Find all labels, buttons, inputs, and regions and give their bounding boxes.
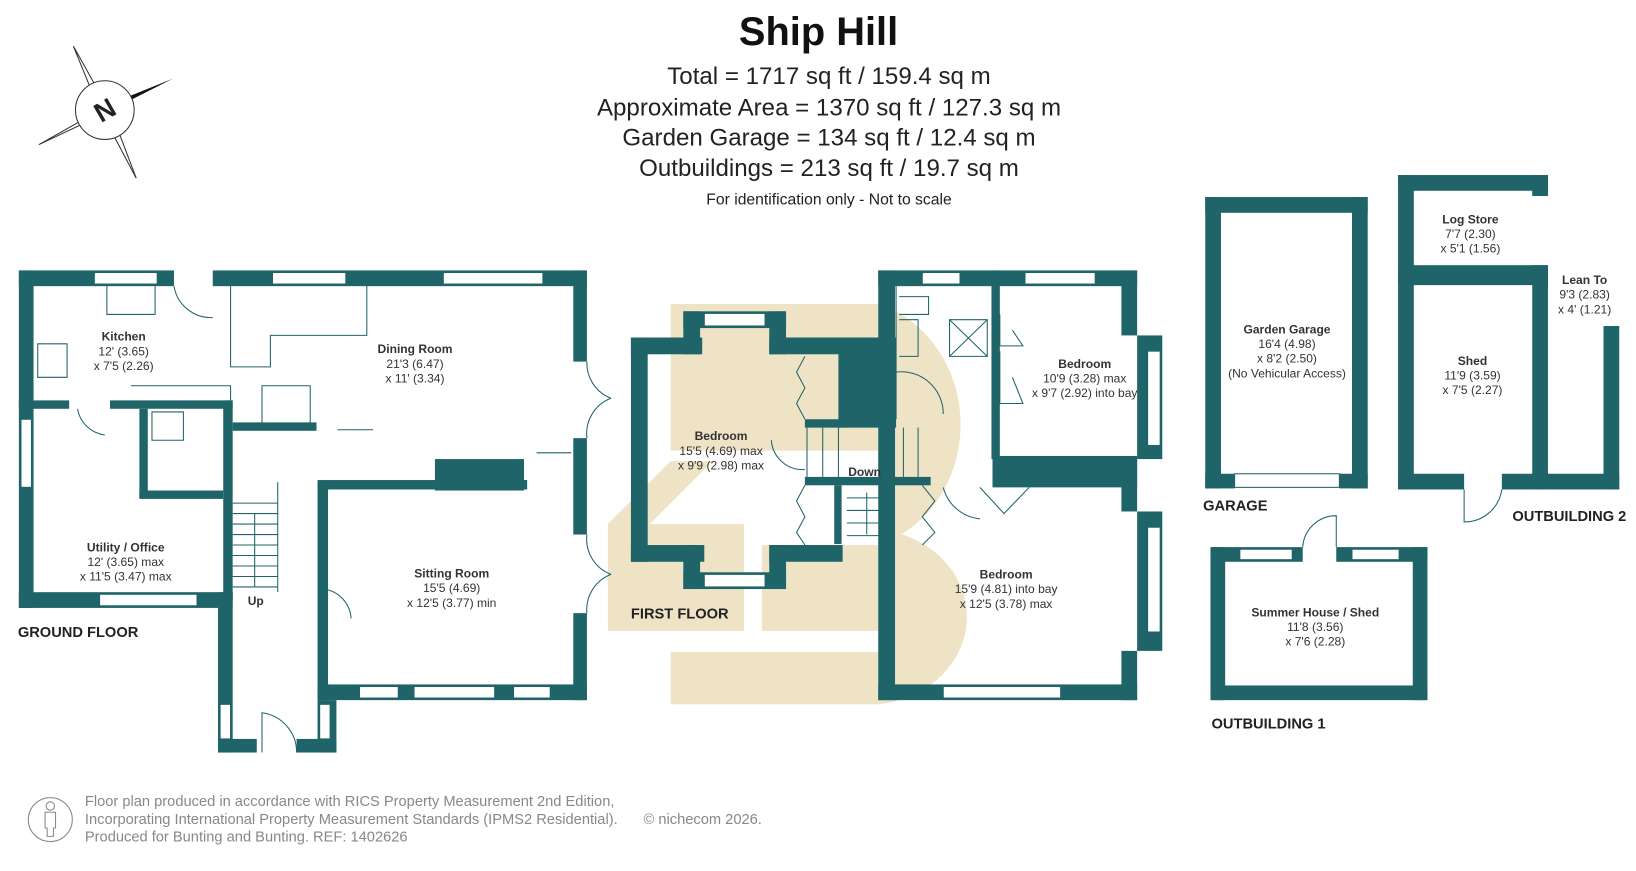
area-garden-garage: Garden Garage = 134 sq ft / 12.4 sq m <box>622 125 1035 152</box>
svg-text:9'3 (2.83): 9'3 (2.83) <box>1559 288 1610 302</box>
garage-plan <box>1205 197 1368 489</box>
svg-text:12' (3.65) max: 12' (3.65) max <box>87 555 164 569</box>
svg-text:Shed: Shed <box>1458 354 1487 368</box>
svg-text:15'5 (4.69) max: 15'5 (4.69) max <box>679 444 762 458</box>
stairs-down-label: Down <box>848 465 881 479</box>
room-kitchen: Kitchen 12' (3.65) x 7'5 (2.26) <box>94 330 154 373</box>
footer-line-2: Incorporating International Property Mea… <box>85 812 618 828</box>
room-shed: Shed 11'9 (3.59) x 7'5 (2.27) <box>1443 354 1503 397</box>
svg-text:16'4 (4.98): 16'4 (4.98) <box>1258 337 1315 351</box>
svg-text:x 11' (3.34): x 11' (3.34) <box>386 372 445 386</box>
room-bedroom-2: Bedroom 10'9 (3.28) max x 9'7 (2.92) int… <box>1032 357 1137 400</box>
svg-text:x 9'7 (2.92) into bay: x 9'7 (2.92) into bay <box>1032 386 1137 400</box>
outbuilding-1-plan <box>1210 515 1428 701</box>
svg-text:x 7'5 (2.27): x 7'5 (2.27) <box>1443 383 1503 397</box>
svg-text:15'9 (4.81) into bay: 15'9 (4.81) into bay <box>955 582 1058 596</box>
garage-label: GARAGE <box>1203 498 1268 514</box>
room-garden-garage: Garden Garage 16'4 (4.98) x 8'2 (2.50) (… <box>1228 322 1346 380</box>
svg-text:Kitchen: Kitchen <box>102 330 146 344</box>
svg-text:Bedroom: Bedroom <box>1058 357 1111 371</box>
svg-text:x 5'1 (1.56): x 5'1 (1.56) <box>1440 242 1500 256</box>
ground-floor-plan <box>18 270 612 753</box>
svg-text:Log Store: Log Store <box>1442 212 1499 226</box>
svg-text:Garden Garage: Garden Garage <box>1243 322 1330 336</box>
svg-text:Utility / Office: Utility / Office <box>87 540 165 554</box>
svg-text:Summer House / Shed: Summer House / Shed <box>1251 605 1379 619</box>
room-utility-office: Utility / Office 12' (3.65) max x 11'5 (… <box>80 540 172 583</box>
svg-text:11'8 (3.56): 11'8 (3.56) <box>1287 620 1343 634</box>
svg-text:Sitting Room: Sitting Room <box>414 567 489 581</box>
room-dining-room: Dining Room 21'3 (6.47) x 11' (3.34) <box>378 342 453 385</box>
page-title: Ship Hill <box>739 10 898 54</box>
svg-text:12' (3.65): 12' (3.65) <box>98 344 149 358</box>
area-approximate: Approximate Area = 1370 sq ft / 127.3 sq… <box>597 94 1061 121</box>
room-log-store: Log Store 7'7 (2.30) x 5'1 (1.56) <box>1440 212 1500 255</box>
svg-text:x 12'5 (3.77) min: x 12'5 (3.77) min <box>407 596 496 610</box>
outbuilding-2-plan <box>1398 175 1620 523</box>
svg-text:21'3 (6.47): 21'3 (6.47) <box>386 357 443 371</box>
svg-text:7'7 (2.30): 7'7 (2.30) <box>1445 227 1496 241</box>
ground-floor-label: GROUND FLOOR <box>18 625 139 641</box>
room-bedroom-1: Bedroom 15'5 (4.69) max x 9'9 (2.98) max <box>678 429 764 472</box>
svg-text:11'9 (3.59): 11'9 (3.59) <box>1444 368 1500 382</box>
svg-text:Dining Room: Dining Room <box>378 342 453 356</box>
svg-text:(No Vehicular Access): (No Vehicular Access) <box>1228 366 1346 380</box>
room-lean-to: Lean To 9'3 (2.83) x 4' (1.21) <box>1558 273 1611 316</box>
first-floor-plan <box>630 270 1163 701</box>
svg-text:x 11'5 (3.47) max: x 11'5 (3.47) max <box>80 570 172 584</box>
svg-text:Bedroom: Bedroom <box>695 429 748 443</box>
footer-copyright: © nichecom 2026. <box>644 812 762 828</box>
compass-icon: N <box>38 45 173 179</box>
outbuilding-1-label: OUTBUILDING 1 <box>1212 716 1326 732</box>
svg-text:Lean To: Lean To <box>1562 273 1607 287</box>
svg-text:x 9'9 (2.98) max: x 9'9 (2.98) max <box>678 459 764 473</box>
svg-text:x 7'5 (2.26): x 7'5 (2.26) <box>94 359 154 373</box>
svg-text:x 12'5 (3.78) max: x 12'5 (3.78) max <box>960 597 1053 611</box>
svg-text:10'9 (3.28) max: 10'9 (3.28) max <box>1043 372 1126 386</box>
area-outbuildings: Outbuildings = 213 sq ft / 19.7 sq m <box>639 155 1019 182</box>
room-bedroom-3: Bedroom 15'9 (4.81) into bay x 12'5 (3.7… <box>955 568 1058 611</box>
svg-text:15'5 (4.69): 15'5 (4.69) <box>423 581 480 595</box>
room-summer-house-shed: Summer House / Shed 11'8 (3.56) x 7'6 (2… <box>1251 605 1379 648</box>
svg-text:x 8'2 (2.50): x 8'2 (2.50) <box>1257 352 1317 366</box>
outbuilding-2-label: OUTBUILDING 2 <box>1512 509 1626 525</box>
footer-line-1: Floor plan produced in accordance with R… <box>85 794 615 810</box>
scale-note: For identification only - Not to scale <box>706 191 952 208</box>
watermark-logo <box>607 303 967 705</box>
first-floor-label: FIRST FLOOR <box>631 606 729 622</box>
svg-text:Bedroom: Bedroom <box>980 568 1033 582</box>
stairs-up-label: Up <box>248 594 264 608</box>
area-total: Total = 1717 sq ft / 159.4 sq m <box>667 63 990 90</box>
svg-text:x 4' (1.21): x 4' (1.21) <box>1558 302 1611 316</box>
person-scale-icon <box>27 797 73 843</box>
footer-line-3: Produced for Bunting and Bunting. REF: 1… <box>85 830 408 846</box>
svg-text:x 7'6 (2.28): x 7'6 (2.28) <box>1285 635 1345 649</box>
room-sitting-room: Sitting Room 15'5 (4.69) x 12'5 (3.77) m… <box>407 567 496 610</box>
